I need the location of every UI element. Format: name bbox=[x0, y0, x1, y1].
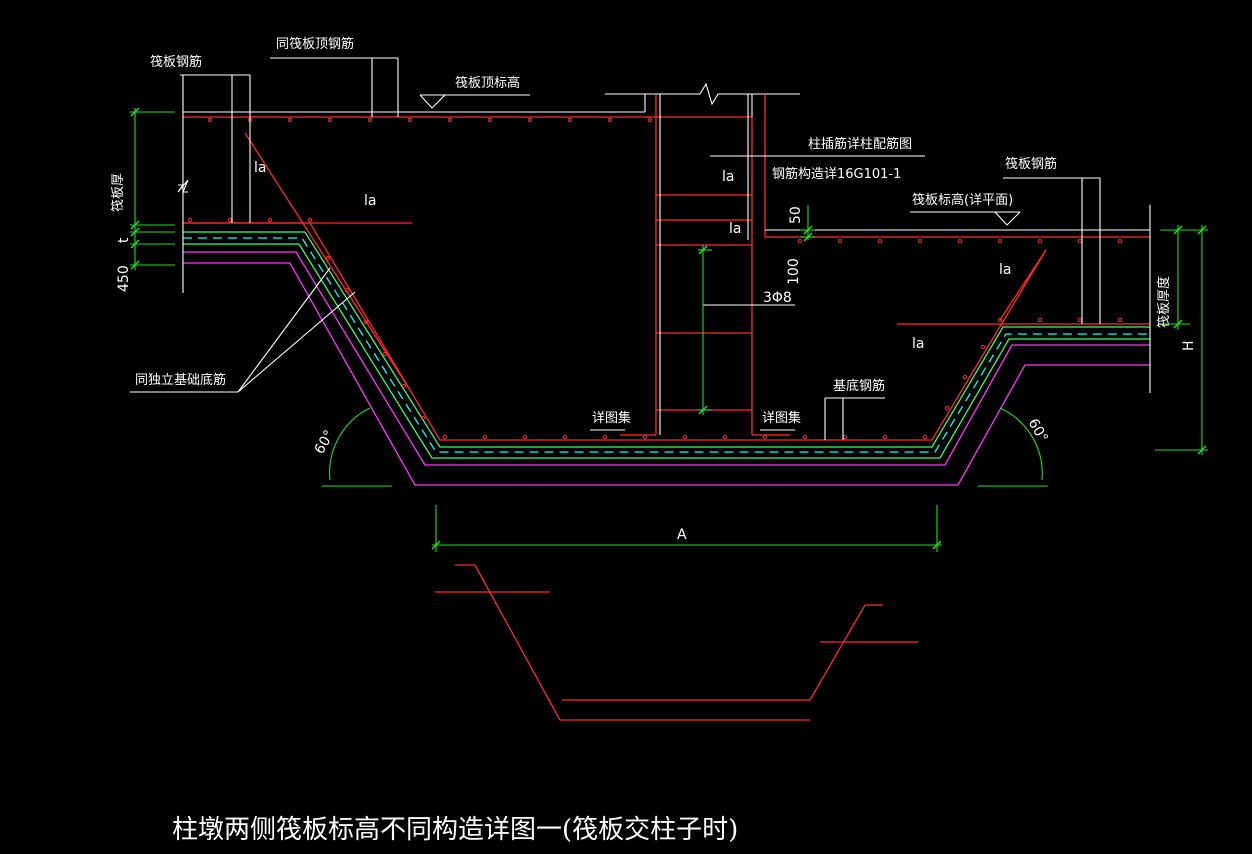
rebar-lines bbox=[183, 95, 1150, 441]
dimension-ticks bbox=[130, 107, 1207, 550]
label-rebar-detail-ref: 钢筋构造详16G101-1 bbox=[772, 166, 901, 182]
label-col-insert-rebar: 柱插筋详柱配筋图 bbox=[808, 136, 912, 152]
right-diagonal-la-rebar bbox=[999, 249, 1047, 321]
label-stirrup: 3Φ8 bbox=[763, 290, 792, 306]
label-angle-left: 60° bbox=[312, 427, 338, 457]
label-la-2: la bbox=[364, 193, 376, 209]
right-raft-top-rebar bbox=[764, 95, 1150, 238]
label-base-bottom-rebar: 基底钢筋 bbox=[833, 378, 885, 394]
label-raft-rebar-left: 筏板钢筋 bbox=[150, 54, 202, 70]
label-la-4: la bbox=[729, 221, 741, 237]
label-la-3: la bbox=[722, 169, 734, 185]
drawing-title: 柱墩两侧筏板标高不同构造详图一(筏板交柱子时) bbox=[172, 815, 738, 845]
leader-lines bbox=[130, 57, 1151, 440]
label-raft-thickness-left: 筏板厚 bbox=[110, 173, 126, 212]
label-dim-450: 450 bbox=[116, 265, 132, 292]
waterproof-line-1 bbox=[183, 231, 1150, 448]
waterproof-line-2 bbox=[183, 237, 1150, 453]
waterproof-layers bbox=[183, 231, 1150, 459]
pit-bottom-rebar bbox=[183, 222, 1047, 441]
label-dim-a: A bbox=[677, 527, 687, 543]
label-same-raft-top-rebar: 同筏板顶钢筋 bbox=[276, 36, 354, 52]
cushion-line-lower bbox=[183, 262, 1150, 486]
label-raft-top-elev: 筏板顶标高 bbox=[455, 75, 520, 91]
label-raft-thickness-right: 筏板厚度 bbox=[1156, 276, 1172, 328]
label-raft-rebar-right: 筏板钢筋 bbox=[1005, 156, 1057, 172]
waterproof-line-3 bbox=[183, 243, 1150, 459]
label-raft-elev-plan: 筏板标高(详平面) bbox=[912, 192, 1013, 208]
cushion-line-upper bbox=[183, 251, 1150, 466]
cushion-layers bbox=[183, 251, 1150, 486]
label-dim-h: H bbox=[1181, 340, 1197, 351]
label-la-1: la bbox=[254, 160, 266, 176]
lower-detail bbox=[435, 564, 918, 721]
label-see-atlas-1: 详图集 bbox=[592, 410, 631, 426]
rebar-dots bbox=[187, 117, 1123, 440]
label-see-atlas-2: 详图集 bbox=[762, 410, 801, 426]
label-dim-50: 50 bbox=[788, 206, 804, 224]
label-dim-t: t bbox=[116, 237, 132, 243]
label-la-6: la bbox=[912, 336, 924, 352]
label-la-5: la bbox=[999, 262, 1011, 278]
left-diagonal-la-rebar bbox=[244, 132, 411, 391]
label-same-independent-base: 同独立基础底筋 bbox=[135, 372, 226, 388]
label-angle-right: 60° bbox=[1025, 416, 1051, 446]
label-dim-100: 100 bbox=[786, 258, 802, 285]
